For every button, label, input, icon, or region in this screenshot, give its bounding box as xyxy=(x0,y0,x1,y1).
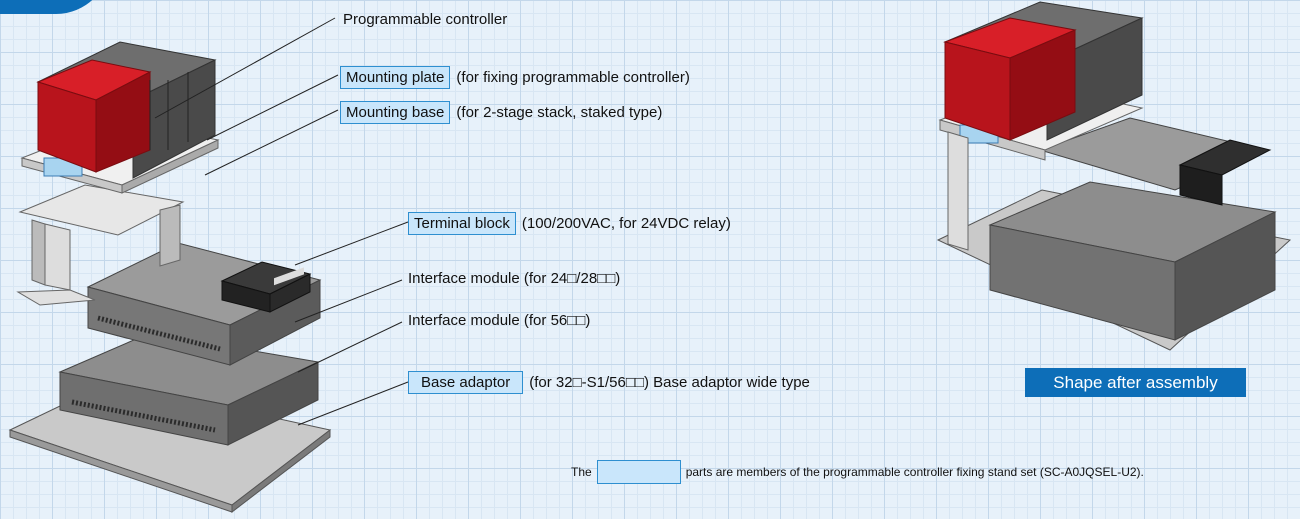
label-base-adaptor: Base adaptor (for 32□-S1/56□□) Base adap… xyxy=(408,371,810,394)
mounting-base-illustration xyxy=(16,184,185,306)
mounting-plate-box: Mounting plate xyxy=(340,66,451,89)
label-terminal-block: Terminal block (100/200VAC, for 24VDC re… xyxy=(408,212,731,235)
label-mounting-plate: Mounting plate (for fixing programmable … xyxy=(340,66,690,89)
footnote-after: parts are members of the programmable co… xyxy=(685,465,1144,479)
base-adaptor-box: Base adaptor xyxy=(408,371,524,394)
label-mounting-base: Mounting base (for 2-stage stack, staked… xyxy=(340,101,662,124)
label-interface-module-1: Interface module (for 24□/28□□) xyxy=(408,270,620,287)
base-adaptor-illustration xyxy=(8,332,332,514)
mounting-base-box: Mounting base xyxy=(340,101,451,124)
label-interface-module-2: Interface module (for 56□□) xyxy=(408,312,590,329)
base-adaptor-note: (for 32□-S1/56□□) Base adaptor wide type xyxy=(529,374,810,391)
assembled-illustration xyxy=(936,1,1292,351)
highlight-swatch xyxy=(596,460,681,484)
terminal-block-illustration xyxy=(220,261,312,313)
mounting-plate-note: (for fixing programmable controller) xyxy=(456,69,690,86)
label-programmable-controller: Programmable controller xyxy=(343,11,507,28)
footnote-before: The xyxy=(571,465,592,479)
controller-illustration xyxy=(36,41,217,179)
footnote: The parts are members of the programmabl… xyxy=(571,460,1144,484)
terminal-block-note: (100/200VAC, for 24VDC relay) xyxy=(521,215,731,232)
interface-module-2-text: Interface module (for 56□□) xyxy=(408,312,591,329)
shape-after-assembly-badge: Shape after assembly xyxy=(1025,368,1246,397)
interface-module-1-text: Interface module (for 24□/28□□) xyxy=(408,270,621,287)
leader-lines xyxy=(154,17,409,426)
terminal-block-box: Terminal block xyxy=(408,212,516,235)
label-programmable-controller-text: Programmable controller xyxy=(343,11,508,28)
mounting-base-note: (for 2-stage stack, staked type) xyxy=(456,104,663,121)
